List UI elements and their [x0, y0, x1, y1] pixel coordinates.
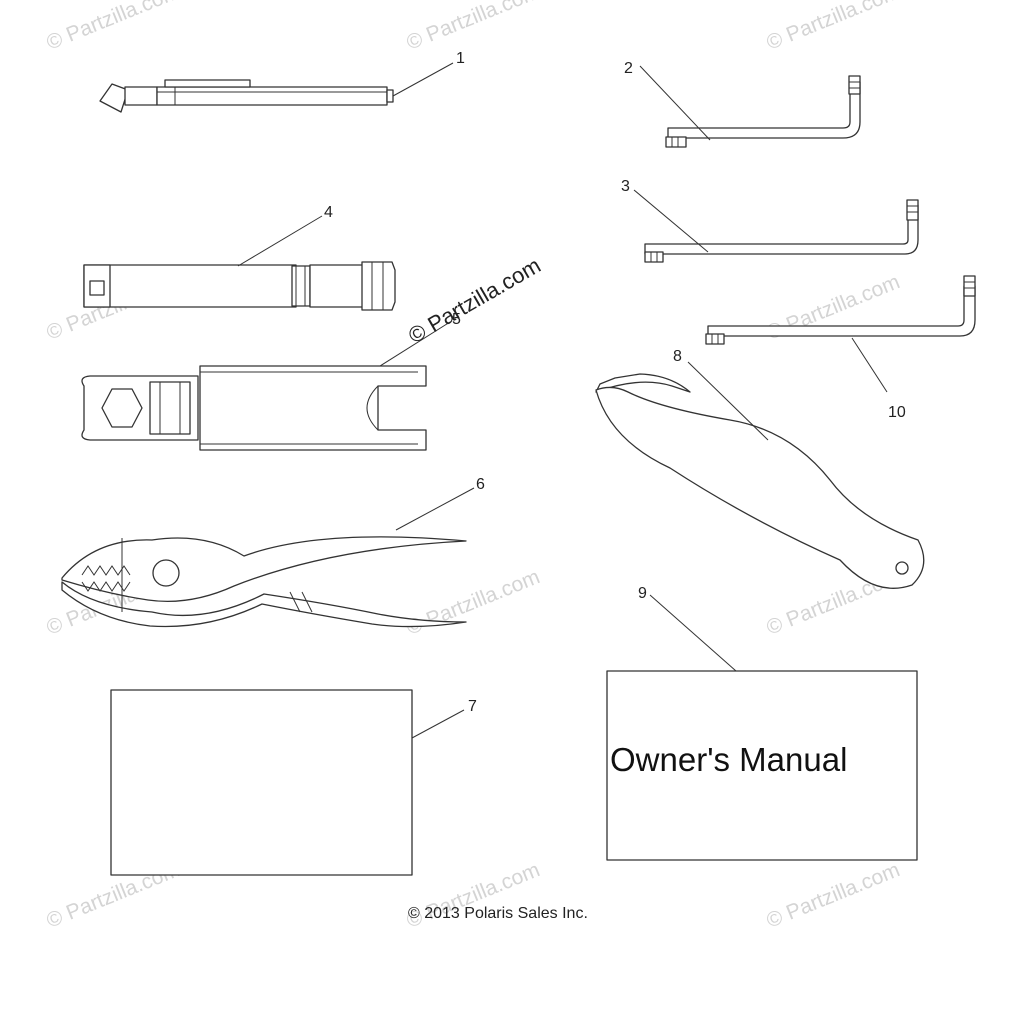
part-5-clutch-tool — [81, 365, 427, 451]
leader-line-5 — [379, 321, 451, 367]
part-9-owners-manual — [606, 670, 918, 861]
leader-line-1 — [392, 62, 454, 97]
callout-4: 4 — [324, 204, 333, 221]
part-6-pliers — [61, 536, 467, 628]
watermark: © Partzilla.com — [763, 0, 903, 55]
leader-line-6 — [395, 487, 475, 531]
leader-line-8 — [687, 361, 769, 441]
leader-line-4 — [237, 215, 323, 267]
callout-1: 1 — [456, 50, 465, 67]
leader-line-7 — [411, 709, 465, 739]
copyright-text: © 2013 Polaris Sales Inc. — [408, 905, 588, 922]
callout-5: 5 — [452, 311, 461, 328]
leader-line-9 — [649, 594, 737, 672]
part-1-pressure-gauge — [99, 79, 394, 113]
part-3-hex-key — [644, 199, 919, 263]
manual-title: Owner's Manual — [610, 741, 847, 778]
part-8-spanner-wrench — [595, 373, 925, 589]
part-2-hex-key — [665, 75, 861, 148]
leader-line-3 — [633, 189, 709, 253]
watermark: © Partzilla.com — [43, 0, 183, 55]
callout-2: 2 — [624, 60, 633, 77]
watermark: © Partzilla.com — [403, 565, 543, 639]
callout-8: 8 — [673, 348, 682, 365]
leader-line-2 — [639, 65, 711, 141]
callout-7: 7 — [468, 698, 477, 715]
leader-line-10 — [851, 337, 888, 393]
watermark: © Partzilla.com — [763, 858, 903, 932]
callout-6: 6 — [476, 476, 485, 493]
watermark: © Partzilla.com — [403, 0, 543, 55]
part-4-spark-plug-socket — [83, 261, 396, 311]
part-10-hex-key — [705, 275, 976, 345]
callout-10: 10 — [888, 404, 906, 421]
watermark-center: © Partzilla.com — [404, 253, 545, 349]
part-7-card — [110, 689, 413, 876]
callout-9: 9 — [638, 585, 647, 602]
callout-3: 3 — [621, 178, 630, 195]
